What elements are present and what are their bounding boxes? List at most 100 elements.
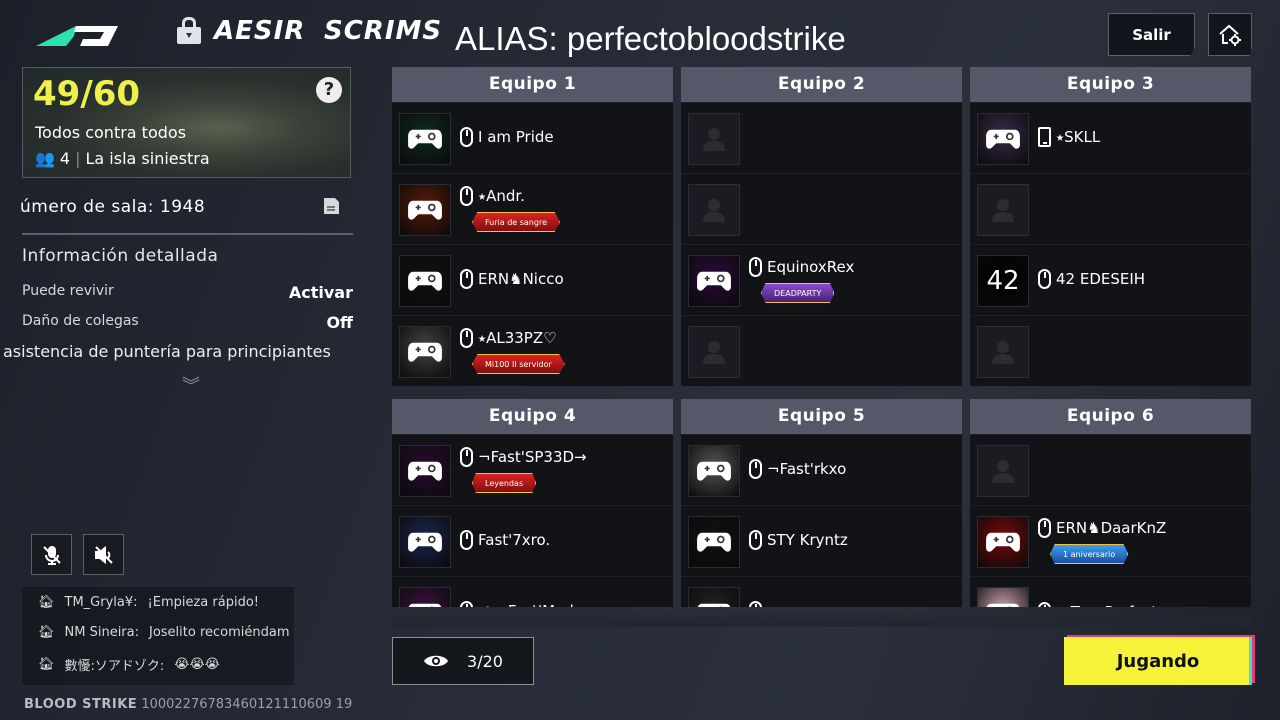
player-name: ⭑SKLL: [1056, 128, 1101, 146]
chat-message: 🏠︎ 數懮:ソアドゾク: 😭😭😭: [38, 655, 308, 674]
detail-revive: Puede revivir Activar: [22, 283, 353, 302]
player-name-row: 42 EDESEIH: [1038, 269, 1145, 289]
room-type: SCRIMS: [324, 16, 443, 46]
player-name: ⭑Andr.: [478, 187, 525, 205]
detail-value: Activar: [288, 283, 353, 302]
empty-slot[interactable]: [681, 315, 962, 386]
player-slot[interactable]: ERN♞Nicco: [392, 244, 673, 315]
chat-user: TM_Gryla¥:: [64, 595, 138, 610]
game-logo: [36, 26, 118, 46]
player-name: EquinoxRex: [767, 258, 855, 276]
mouse-icon: [460, 269, 473, 289]
squad-size: 4: [59, 149, 71, 168]
mouse-icon: [749, 601, 762, 607]
player-badge: DEADPARTY: [761, 283, 835, 303]
player-slot[interactable]: ⭑AL33PZ♡ Mi100 II servidor: [392, 315, 673, 386]
player-name: ⭑AL33PZ♡: [478, 329, 557, 347]
mouse-icon: [460, 447, 473, 467]
empty-slot[interactable]: [970, 434, 1251, 505]
player-name: Fast'7xro.: [478, 531, 551, 549]
chat-text: 😭😭😭: [174, 657, 220, 672]
team-header: Equipo 6: [970, 399, 1251, 434]
player-avatar: [399, 184, 451, 236]
team-panel: Equipo 4¬Fast'SP33D→LeyendasFast'7xro.✔ …: [392, 399, 673, 607]
mouse-icon: [460, 127, 473, 147]
player-avatar: [688, 516, 740, 568]
phone-icon: [1038, 127, 1051, 147]
chat-message: 🏠︎NM Sineira:Joselito recomiéndam: [38, 625, 308, 640]
player-slot[interactable]: Fast'7xro.: [392, 505, 673, 576]
room-settings-button[interactable]: [1208, 13, 1252, 56]
player-name: ✔ ¬Fast'Madara: [478, 602, 598, 607]
player-name-row: ¬Fast'rkxo: [749, 459, 846, 479]
copy-icon[interactable]: [322, 196, 342, 216]
player-slot[interactable]: ⭑Andr.Furia de sangre: [392, 173, 673, 244]
player-slot[interactable]: ERN♞DaarKnZ 1 aniversario: [970, 505, 1251, 576]
player-avatar: [399, 326, 451, 378]
game-mode: Todos contra todos: [35, 123, 187, 142]
team-panel: Equipo 6 ERN♞DaarKnZ 1 aniversario mTw丶Perf…: [970, 399, 1251, 607]
player-name: ERN♞DaarKnZ: [1056, 519, 1167, 537]
team-header: Equipo 3: [970, 67, 1251, 102]
player-name-row: ERN♞Nicco: [460, 269, 564, 289]
player-badge: 1 aniversario: [1050, 544, 1129, 564]
squad-icon: 👥: [35, 149, 55, 168]
room-name: AESIR: [214, 16, 306, 46]
player-slot[interactable]: ¬Fast'SP33D→Leyendas: [392, 434, 673, 505]
spectators-button[interactable]: 3/20: [392, 637, 534, 685]
exit-button[interactable]: Salir: [1108, 13, 1195, 56]
chat-panel: 🏠︎TM_Gryla¥:¡Empieza rápido! 🏠︎NM Sineir…: [22, 587, 294, 685]
eye-icon: [424, 655, 449, 667]
player-slot[interactable]: ¬Fast'rkxo: [681, 434, 962, 505]
player-name-row: Fast'7xro.: [460, 530, 550, 550]
detail-label: Puede revivir: [22, 283, 114, 299]
status-button[interactable]: Jugando: [1064, 637, 1252, 685]
player-slot[interactable]: mTw丶Perfecto: [970, 576, 1251, 607]
player-slot[interactable]: STY Kryntz: [681, 505, 962, 576]
player-name-row: ¬Fast'SP33D→: [460, 447, 587, 467]
player-badge: Mi100 II servidor: [472, 354, 565, 374]
player-name: ¬Fast'rkxo: [767, 460, 847, 478]
home-icon: 🏠︎: [38, 657, 55, 672]
empty-slot[interactable]: [681, 102, 962, 173]
room-number: úmero de sala: 1948: [20, 197, 206, 217]
speaker-mute-button[interactable]: [83, 534, 124, 575]
chat-user: 數懮:ソアドゾク:: [64, 659, 165, 674]
player-name-row: I am Pride: [460, 127, 554, 147]
empty-slot[interactable]: [681, 173, 962, 244]
mouse-icon: [1038, 518, 1051, 538]
chevron-down-icon[interactable]: ︾: [182, 376, 200, 397]
mouse-icon: [749, 257, 762, 277]
player-count: 49/60: [33, 74, 141, 114]
player-name: 42 EDESEIH: [1056, 270, 1146, 288]
player-avatar: [399, 113, 451, 165]
player-slot[interactable]: [681, 576, 962, 607]
player-slot[interactable]: I am Pride: [392, 102, 673, 173]
speaker-off-icon: [94, 545, 113, 564]
spectator-count: 3/20: [467, 651, 503, 671]
player-slot[interactable]: ⭑SKLL: [970, 102, 1251, 173]
mouse-icon: [1038, 601, 1051, 607]
player-name-row: ⭑AL33PZ♡: [460, 328, 557, 348]
help-icon[interactable]: ?: [316, 77, 342, 103]
player-avatar: [688, 587, 740, 607]
empty-slot[interactable]: [970, 173, 1251, 244]
empty-slot[interactable]: [970, 315, 1251, 386]
chat-text: ¡Empieza rápido!: [147, 595, 259, 610]
player-name: ERN♞Nicco: [478, 270, 564, 288]
chat-user: NM Sineira:: [64, 625, 139, 640]
player-avatar: [399, 587, 451, 607]
team-header: Equipo 5: [681, 399, 962, 434]
player-name: ¬Fast'SP33D→: [478, 448, 587, 466]
footer-id: BLOOD STRIKE 10002276783460121110609 19: [24, 697, 352, 712]
team-header: Equipo 1: [392, 67, 673, 102]
mic-mute-button[interactable]: [31, 534, 72, 575]
mouse-icon: [749, 459, 762, 479]
player-slot[interactable]: ✔ ¬Fast'Madara: [392, 576, 673, 607]
